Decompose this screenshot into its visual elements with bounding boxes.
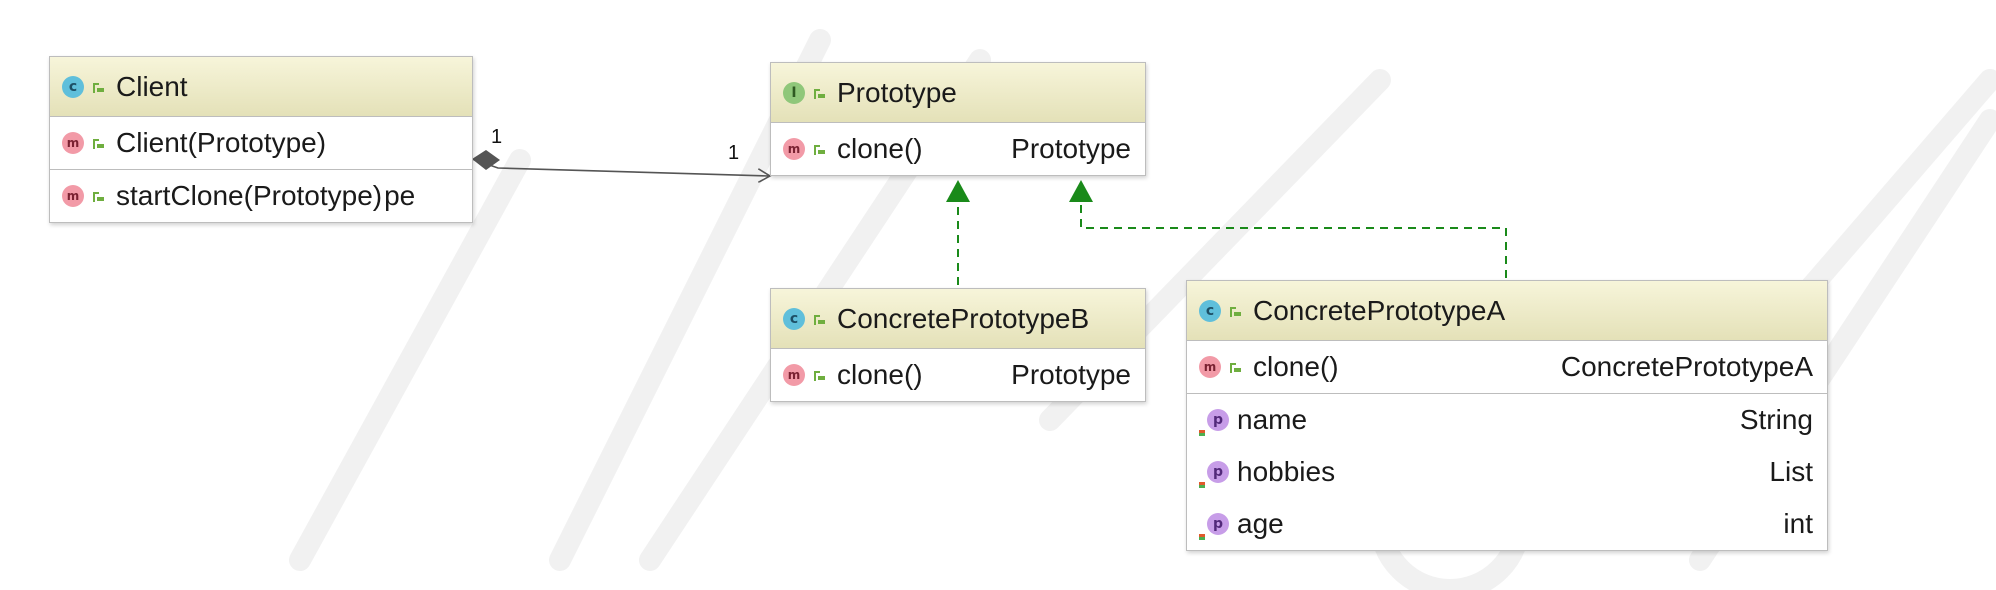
public-visibility-icon xyxy=(1229,304,1243,318)
realization-b-arrowhead xyxy=(946,180,970,202)
method-name: Client(Prototype) xyxy=(116,127,327,158)
method-icon: m xyxy=(783,138,805,160)
method-row: m clone() Prototype xyxy=(771,123,1145,175)
methods-section: m clone() ConcretePrototypeA xyxy=(1187,341,1827,394)
class-name: ConcretePrototypeA xyxy=(1253,294,1506,326)
target-multiplicity: 1 xyxy=(728,142,740,164)
class-client-header: c Client xyxy=(50,57,472,117)
method-icon: m xyxy=(783,364,805,386)
class-concrete-prototype-a[interactable]: c ConcretePrototypeA m clone() ConcreteP… xyxy=(1186,280,1828,551)
interface-prototype-header: I Prototype xyxy=(771,63,1145,123)
field-row: p hobbies List xyxy=(1187,446,1827,498)
public-visibility-icon xyxy=(92,136,106,150)
class-icon: c xyxy=(62,75,84,98)
aggregation-diamond xyxy=(472,150,500,170)
public-visibility-icon xyxy=(1229,360,1243,374)
method-row: m Client(Prototype) xyxy=(50,117,472,169)
property-icon: p xyxy=(1207,409,1229,431)
method-icon: m xyxy=(62,132,84,154)
method-name: clone() xyxy=(1253,351,1339,382)
method-type: ConcretePrototypeA xyxy=(1560,351,1813,382)
class-icon: c xyxy=(1199,299,1221,322)
methods-section-2: m startClone(Prototype) pe xyxy=(50,170,472,222)
fields-section: p name String p hobbies List p age int xyxy=(1187,394,1827,550)
method-name: clone() xyxy=(837,359,923,390)
method-type: Prototype xyxy=(1011,133,1131,164)
method-name: startClone(Prototype) xyxy=(116,180,383,211)
field-type: int xyxy=(1783,508,1813,539)
source-multiplicity: 1 xyxy=(491,126,503,148)
class-icon: c xyxy=(783,307,805,330)
class-name: Client xyxy=(116,70,188,102)
public-visibility-icon xyxy=(92,189,106,203)
method-row: m clone() Prototype xyxy=(771,349,1145,401)
public-visibility-icon xyxy=(813,312,827,326)
method-row: m clone() ConcretePrototypeA xyxy=(1187,341,1827,393)
realization-a-line xyxy=(1080,200,1507,278)
public-visibility-icon xyxy=(92,80,106,94)
class-name: ConcretePrototypeB xyxy=(837,302,1090,334)
field-name: name xyxy=(1237,404,1308,435)
property-icon: p xyxy=(1207,513,1229,535)
methods-section: m Client(Prototype) xyxy=(50,117,472,170)
interface-prototype[interactable]: I Prototype m clone() Prototype xyxy=(770,62,1146,176)
public-visibility-icon xyxy=(813,368,827,382)
public-visibility-icon xyxy=(813,86,827,100)
field-row: p age int xyxy=(1187,498,1827,550)
public-visibility-icon xyxy=(813,142,827,156)
field-row: p name String xyxy=(1187,394,1827,446)
field-type: List xyxy=(1769,456,1813,487)
property-icon: p xyxy=(1207,461,1229,483)
realization-a-arrowhead xyxy=(1069,180,1093,202)
class-client[interactable]: c Client m Client(Prototype) m startClon… xyxy=(49,56,473,223)
method-row: m startClone(Prototype) pe xyxy=(50,170,472,222)
field-visibility-icon xyxy=(1199,534,1205,540)
method-icon: m xyxy=(62,185,84,207)
methods-section: m clone() Prototype xyxy=(771,123,1145,175)
class-name: Prototype xyxy=(837,76,957,108)
field-name: age xyxy=(1237,508,1284,539)
field-name: hobbies xyxy=(1237,456,1336,487)
association-line xyxy=(471,158,770,176)
interface-icon: I xyxy=(783,81,805,104)
method-icon: m xyxy=(1199,356,1221,378)
methods-section: m clone() Prototype xyxy=(771,349,1145,401)
method-type: Prototype xyxy=(1011,359,1131,390)
field-visibility-icon xyxy=(1199,430,1205,436)
class-concrete-prototype-b-header: c ConcretePrototypeB xyxy=(771,289,1145,349)
class-concrete-prototype-a-header: c ConcretePrototypeA xyxy=(1187,281,1827,341)
method-name: clone() xyxy=(837,133,923,164)
field-type: String xyxy=(1739,404,1813,435)
field-visibility-icon xyxy=(1199,482,1205,488)
class-concrete-prototype-b[interactable]: c ConcretePrototypeB m clone() Prototype xyxy=(770,288,1146,402)
method-type: pe xyxy=(384,180,416,211)
